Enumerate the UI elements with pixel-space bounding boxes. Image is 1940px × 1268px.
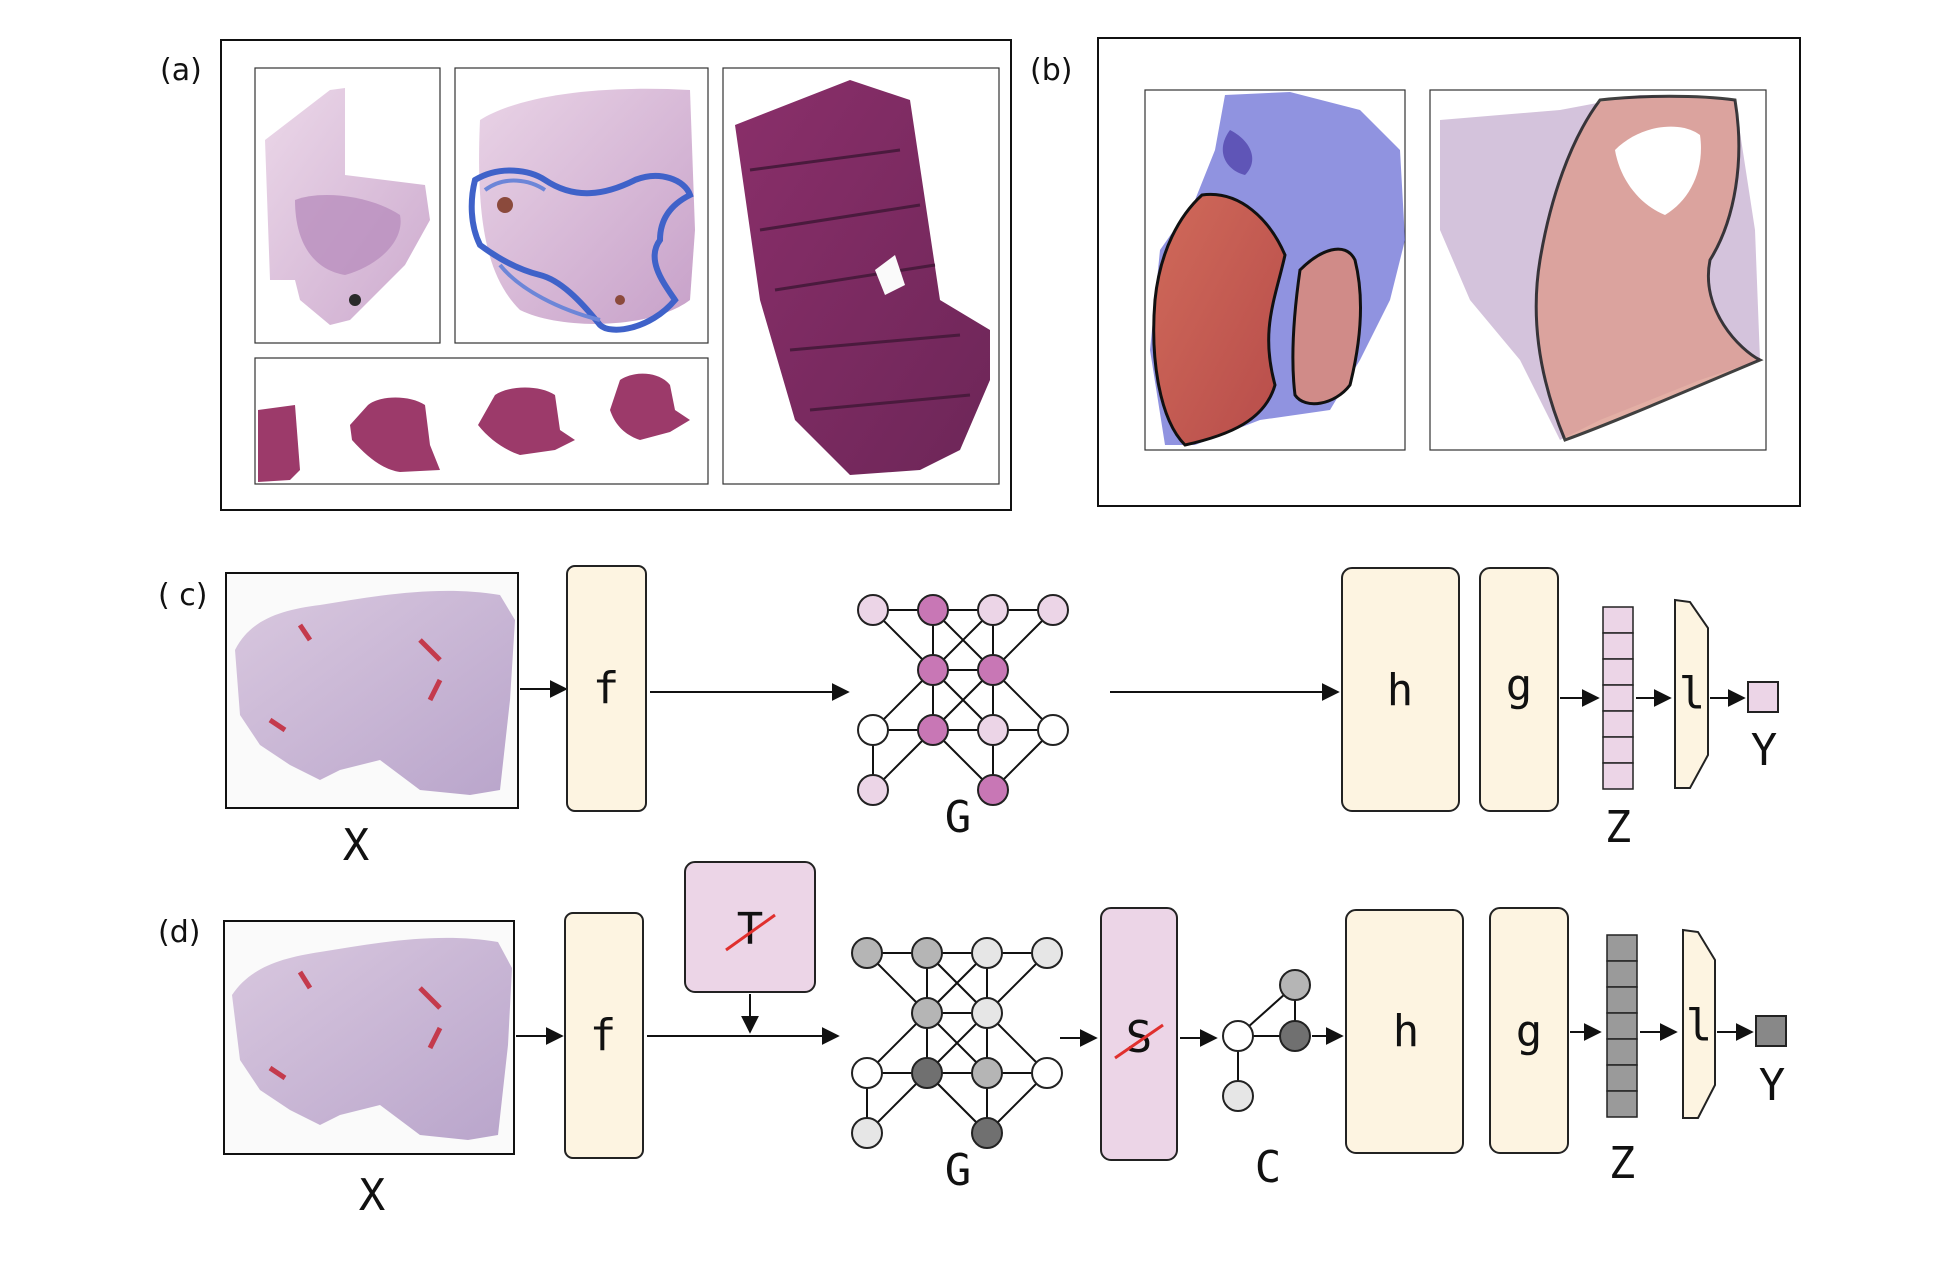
- graph-label-g-d: G: [945, 1145, 972, 1196]
- graph-node: [971, 1057, 1003, 1089]
- embedding-cell: [1602, 710, 1634, 738]
- output-y: [1747, 681, 1779, 713]
- input-label-x-d: X: [359, 1170, 386, 1221]
- coarsened-graph-c: [1222, 969, 1311, 1112]
- module-l-d: [1682, 928, 1716, 1119]
- graph-node: [857, 594, 889, 626]
- output-label-y-d: Y: [1759, 1060, 1786, 1111]
- module-l: [1674, 598, 1709, 789]
- graph-node: [911, 937, 943, 969]
- heatmap-1: [1144, 89, 1406, 451]
- graph-node: [977, 594, 1009, 626]
- embedding-cell: [1602, 684, 1634, 712]
- panel-c-label: ( c): [158, 578, 207, 613]
- embedding-z-d: [1606, 934, 1638, 1118]
- graph-node: [851, 1117, 883, 1149]
- embedding-cell: [1602, 762, 1634, 790]
- graph-node: [911, 1057, 943, 1089]
- module-h-label: h: [1387, 665, 1414, 716]
- embedding-cell: [1606, 986, 1638, 1014]
- input-slide-c: [225, 572, 519, 809]
- embedding-label-z-d: Z: [1609, 1138, 1636, 1189]
- module-h: [1341, 567, 1460, 812]
- module-g-label: g: [1506, 660, 1533, 711]
- embedding-z: [1602, 606, 1634, 790]
- embedding-cell: [1602, 632, 1634, 660]
- module-l-label-d: l: [1686, 1000, 1713, 1051]
- graph-node: [971, 937, 1003, 969]
- graph-node: [971, 997, 1003, 1029]
- panel-a-frame: [220, 39, 1012, 511]
- panel-a-label: (a): [160, 53, 202, 88]
- embedding-label-z: Z: [1605, 802, 1632, 853]
- graph-node: [977, 654, 1009, 686]
- output-label-y: Y: [1751, 725, 1778, 776]
- panel-c: ( c) X f G h g Z l Y: [158, 565, 1779, 871]
- embedding-cell: [1606, 1064, 1638, 1092]
- coarsened-label-c: C: [1255, 1142, 1282, 1193]
- module-g-label-d: g: [1516, 1006, 1543, 1057]
- module-t: [684, 861, 816, 993]
- panel-b-label: (b): [1030, 53, 1072, 88]
- panel-d-label: (d): [158, 915, 200, 950]
- module-h-d: [1345, 909, 1464, 1154]
- graph-node: [1031, 937, 1063, 969]
- graph-node: [1037, 594, 1069, 626]
- graph-node: [917, 594, 949, 626]
- panel-b-frame: [1097, 37, 1801, 507]
- slide-image-1: [254, 67, 441, 344]
- embedding-cell: [1602, 606, 1634, 634]
- graph-node: [977, 774, 1009, 806]
- graph-node: [857, 714, 889, 746]
- graph-node: [971, 1117, 1003, 1149]
- graph-node: [1037, 714, 1069, 746]
- graph-node: [917, 714, 949, 746]
- module-t-label: T: [737, 904, 764, 955]
- slide-image-4: [254, 357, 709, 485]
- embedding-cell: [1606, 960, 1638, 988]
- module-g-d: [1489, 907, 1569, 1154]
- module-f-d: [564, 912, 644, 1159]
- graph-node: [1031, 1057, 1063, 1089]
- panel-d: (d) X f T G S C: [158, 861, 1787, 1221]
- graph-node: [857, 774, 889, 806]
- heatmap-2: [1429, 89, 1767, 451]
- embedding-cell: [1606, 1038, 1638, 1066]
- output-y-d: [1755, 1015, 1787, 1047]
- embedding-cell: [1602, 736, 1634, 764]
- module-g: [1479, 567, 1559, 812]
- module-f-label-d: f: [590, 1010, 617, 1061]
- embedding-cell: [1606, 1012, 1638, 1040]
- module-h-label-d: h: [1393, 1006, 1420, 1057]
- graph-node: [851, 1057, 883, 1089]
- graph-g-d: [851, 937, 1063, 1149]
- slide-image-3: [722, 67, 1000, 485]
- embedding-cell: [1606, 934, 1638, 962]
- strike-s: [1114, 1023, 1164, 1060]
- slide-image-2: [454, 67, 709, 344]
- embedding-cell: [1606, 1090, 1638, 1118]
- input-slide-d: [223, 920, 515, 1155]
- module-l-label: l: [1679, 668, 1706, 719]
- strike-t: [725, 913, 776, 952]
- module-f-label: f: [593, 663, 620, 714]
- module-s-label: S: [1126, 1012, 1153, 1063]
- panel-b: (b): [1030, 37, 1801, 507]
- module-s: [1100, 907, 1178, 1161]
- graph-node: [977, 714, 1009, 746]
- panel-a: (a): [160, 39, 1012, 511]
- embedding-cell: [1602, 658, 1634, 686]
- graph-node: [851, 937, 883, 969]
- graph-node: [911, 997, 943, 1029]
- graph-node: [917, 654, 949, 686]
- input-label-x: X: [343, 820, 370, 871]
- graph-label-g: G: [945, 792, 972, 843]
- module-f: [566, 565, 647, 812]
- graph-g: [857, 594, 1069, 806]
